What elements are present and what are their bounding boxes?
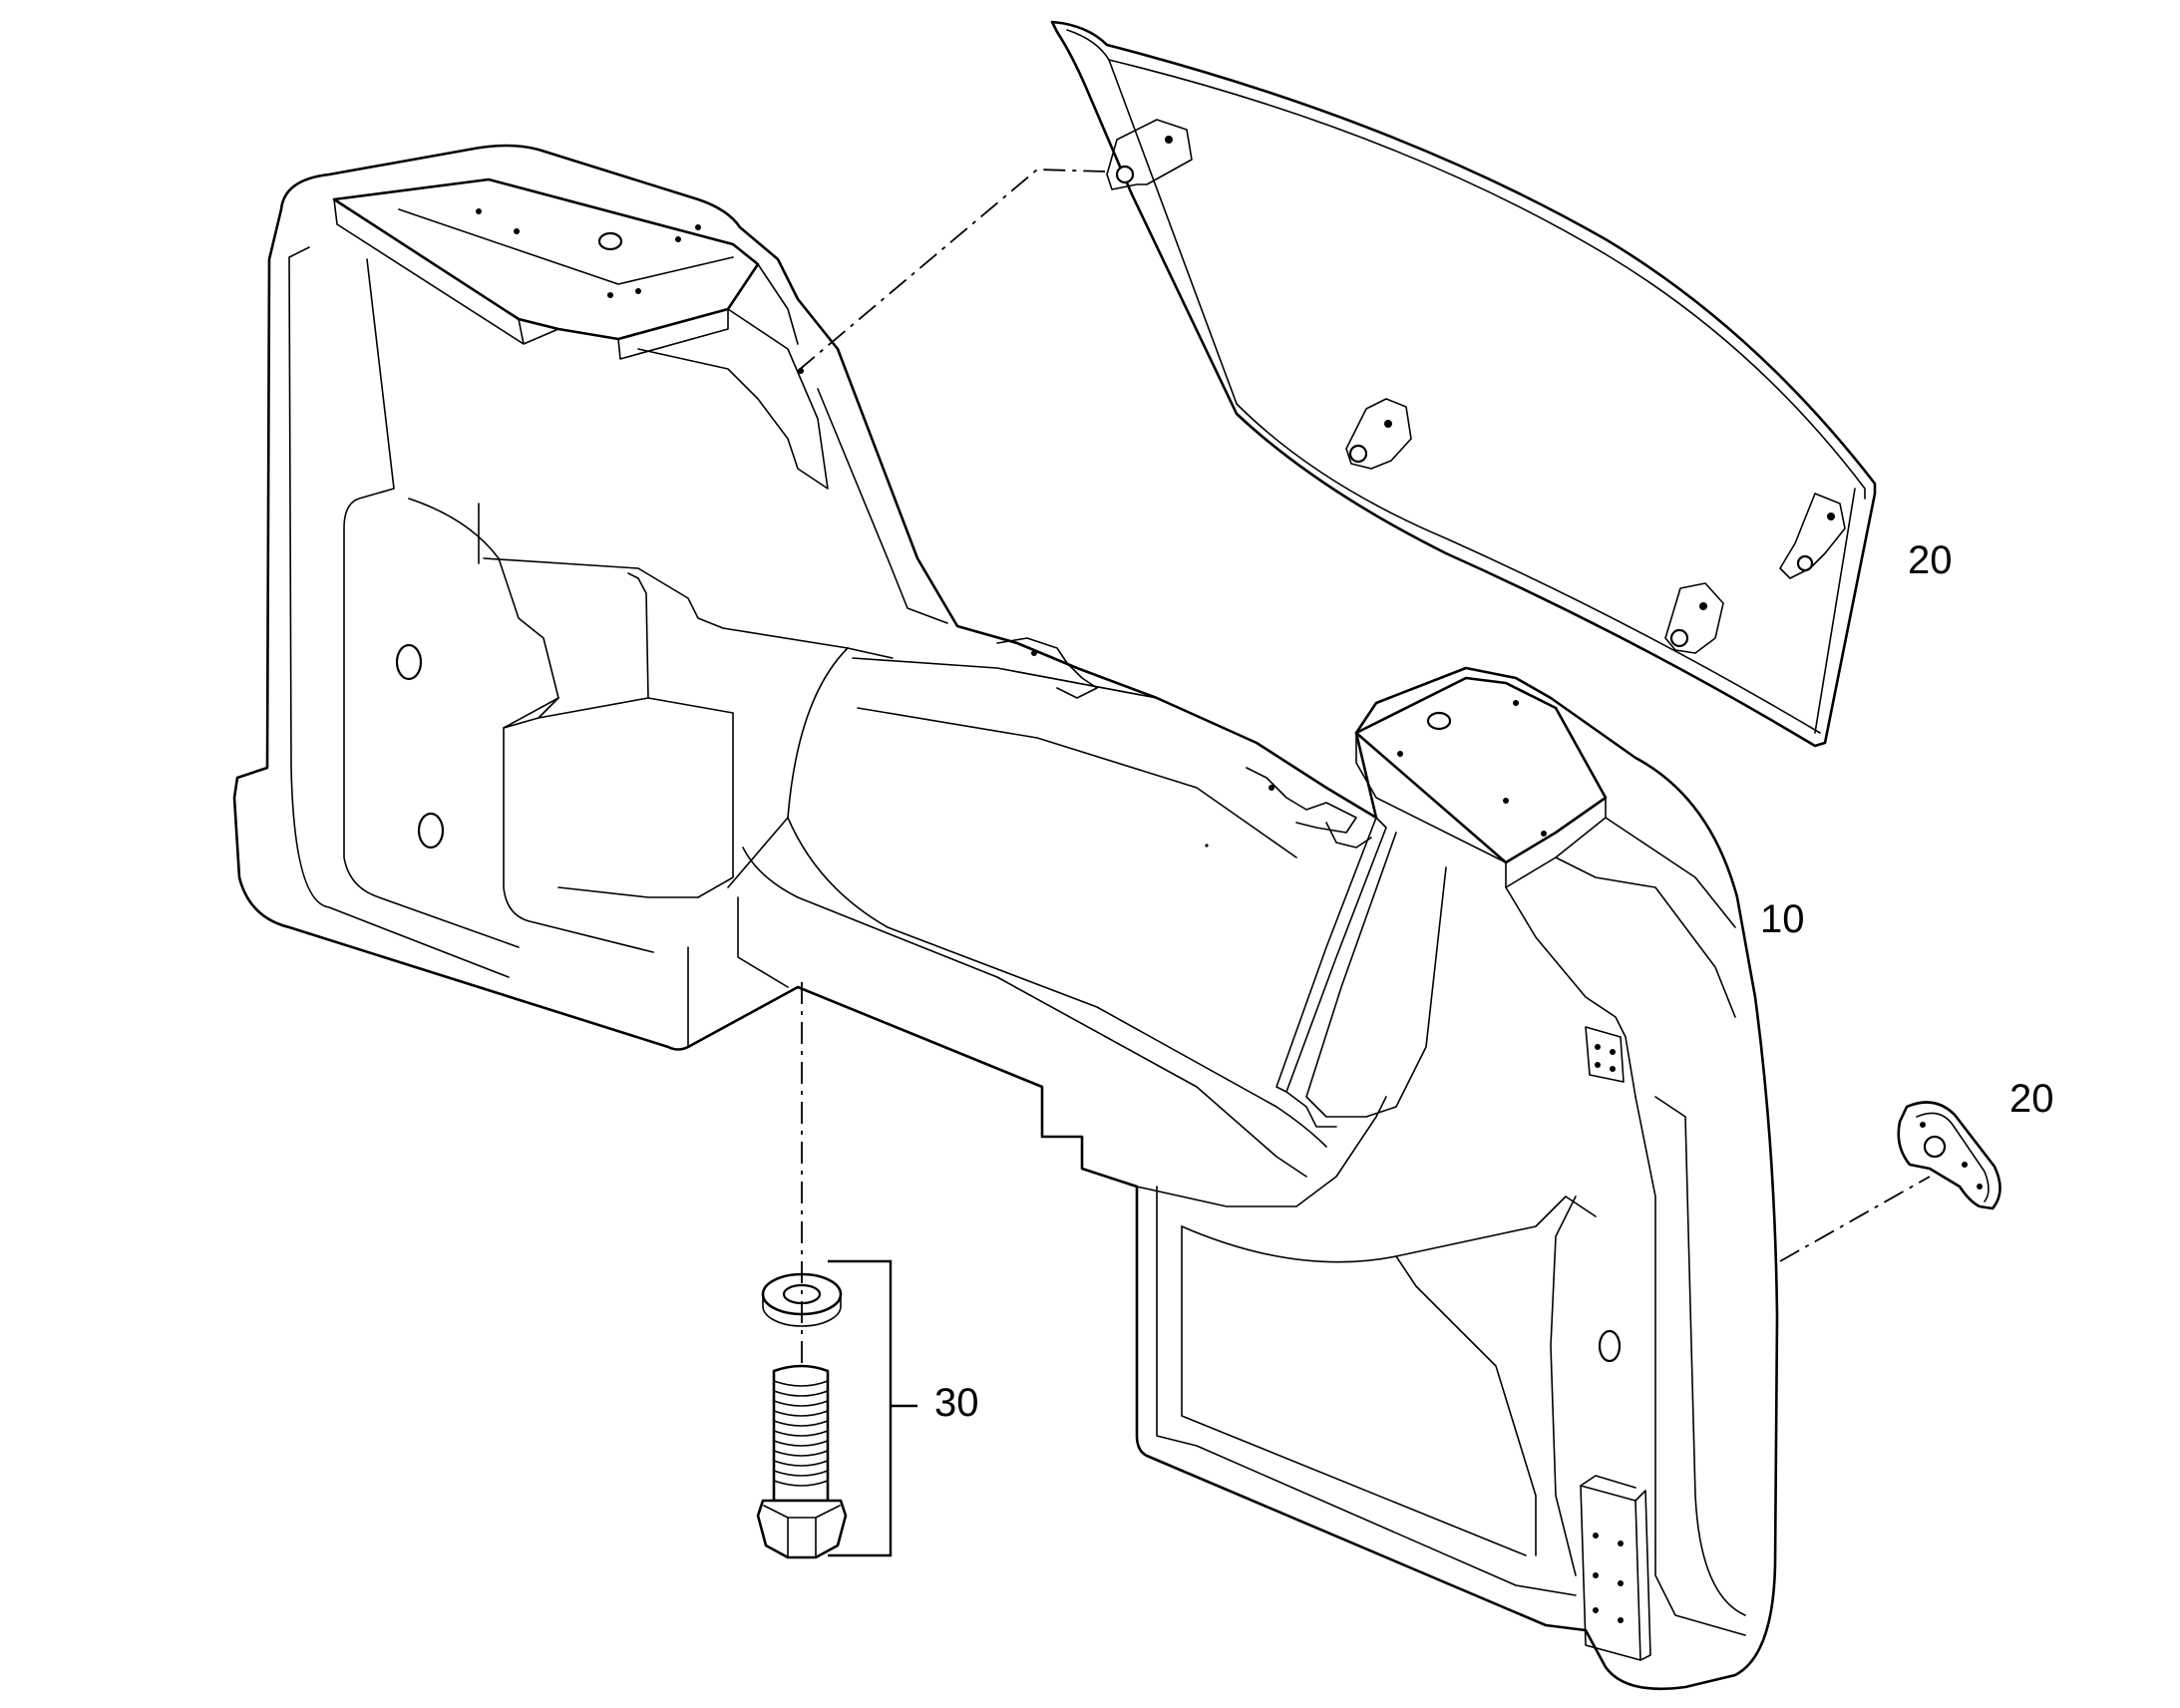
callout-20-shield: 20 <box>1908 538 1953 582</box>
assembly-lines <box>797 169 1931 1366</box>
callout-20-plate: 20 <box>2009 1077 2054 1121</box>
shield-bracket <box>1779 493 1846 579</box>
mount-hole <box>417 812 445 850</box>
frame-outline <box>232 144 1779 1691</box>
left-pocket <box>408 498 654 953</box>
shield-outline <box>1050 20 1877 748</box>
centre-trough <box>727 647 849 888</box>
hex-bolt <box>756 1364 848 1559</box>
assembly-line-plate <box>1779 1176 1931 1262</box>
mounting-plate <box>1897 1101 2001 1210</box>
left-inner-rim <box>288 246 510 978</box>
callout-30: 30 <box>934 1381 979 1425</box>
assembly-line-shield <box>797 169 1106 372</box>
shield-bracket <box>1106 119 1193 190</box>
shield-bracket <box>1664 582 1724 654</box>
right-arm <box>1505 886 1636 1098</box>
mounting-plate-outline <box>1897 1101 2001 1210</box>
curved-shield-panel <box>1050 20 1877 748</box>
hinge-plate-upper <box>1585 1026 1625 1083</box>
group-bracket-30 <box>828 1259 917 1557</box>
right-pocket <box>1156 1186 1577 1596</box>
callout-10: 10 <box>1760 897 1805 941</box>
centre-tab <box>1246 767 1357 834</box>
mount-hole <box>395 643 423 681</box>
shield-bracket <box>1345 398 1412 470</box>
right-top-mount-pad <box>1354 676 1608 864</box>
left-arm-flange <box>637 308 829 490</box>
bolt-threads <box>773 1380 829 1487</box>
bolt-shank <box>772 1364 830 1503</box>
centre-tab <box>996 637 1098 699</box>
ballast-frame-body <box>232 144 1779 1691</box>
